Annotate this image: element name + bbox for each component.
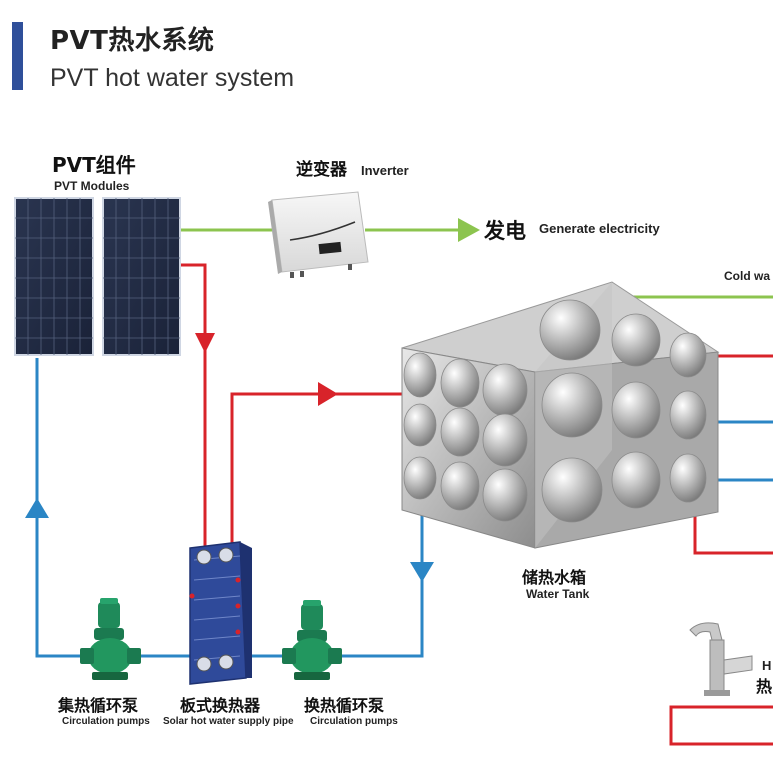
faucet-label-cn: 热 bbox=[756, 677, 772, 696]
heat-exchanger-label-cn: 板式换热器 bbox=[180, 696, 261, 715]
electric-line bbox=[180, 218, 480, 242]
cold-pipe-collector bbox=[35, 358, 190, 658]
inverter-label-en: Inverter bbox=[361, 163, 409, 178]
hot-flow-down-arrow-icon bbox=[195, 333, 215, 353]
hot-pipe-collector bbox=[180, 263, 207, 548]
pvt-panels bbox=[14, 197, 181, 356]
exchange-pump-label-en: Circulation pumps bbox=[310, 716, 398, 727]
inverter-label-cn: 逆变器 bbox=[296, 159, 348, 180]
generate-label-en: Generate electricity bbox=[539, 221, 660, 236]
faucet-icon bbox=[689, 622, 753, 696]
cold-water-label: Cold wa bbox=[724, 269, 770, 283]
faucet-label-en: H bbox=[762, 658, 771, 673]
cold-pipe-tank bbox=[245, 508, 424, 658]
pvt-panel-right bbox=[102, 197, 181, 356]
water-tank-label-cn: 储热水箱 bbox=[521, 568, 586, 587]
pvt-modules-label-en: PVT Modules bbox=[54, 179, 130, 193]
collector-pump-icon bbox=[80, 598, 141, 680]
exchange-pump-label-cn: 换热循环泵 bbox=[304, 696, 384, 715]
plate-heat-exchanger-icon bbox=[189, 541, 252, 685]
water-tank-label-en: Water Tank bbox=[526, 587, 590, 601]
inverter-icon bbox=[268, 191, 369, 278]
page-title-en: PVT hot water system bbox=[50, 64, 295, 92]
collector-pump-label-cn: 集热循环泵 bbox=[57, 696, 138, 715]
header-accent-bar bbox=[12, 22, 23, 90]
page-title-cn: PVT热水系统 bbox=[50, 26, 215, 56]
water-tank-icon bbox=[401, 281, 720, 549]
cold-flow-down-arrow-icon bbox=[410, 562, 434, 582]
tank-outlet-pipes bbox=[632, 295, 773, 746]
collector-pump-label-en: Circulation pumps bbox=[62, 716, 150, 727]
generate-label-cn: 发电 bbox=[483, 219, 526, 243]
exchange-pump-icon bbox=[282, 600, 342, 680]
hot-pipe-supply bbox=[230, 392, 402, 548]
cold-flow-up-arrow-icon bbox=[25, 498, 49, 518]
electric-arrow-icon bbox=[458, 218, 480, 242]
hot-flow-right-arrow-icon bbox=[318, 382, 338, 406]
heat-exchanger-label-en: Solar hot water supply pipe bbox=[163, 716, 294, 727]
pvt-modules-label-cn: PVT组件 bbox=[52, 153, 136, 177]
